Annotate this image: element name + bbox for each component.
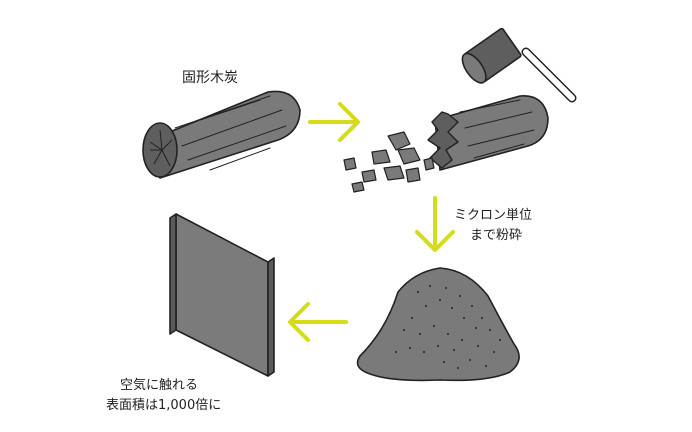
arrow-left-icon — [288, 302, 348, 342]
charcoal-fragments — [343, 131, 435, 193]
broken-charcoal-log — [427, 95, 549, 171]
grinding-label: ミクロン単位 まで粉砕 — [454, 208, 533, 243]
hammer-icon — [461, 27, 577, 103]
charcoal-label: 固形木炭 — [182, 70, 238, 86]
arrow-down-icon — [415, 196, 455, 252]
charcoal-log — [142, 90, 301, 179]
arrow-right-icon — [308, 102, 360, 142]
charcoal-powder-pile — [356, 267, 520, 382]
surface-area-label: 空気に触れる 表面積は1,000倍に — [106, 378, 222, 413]
flat-surface-panel — [169, 213, 275, 377]
